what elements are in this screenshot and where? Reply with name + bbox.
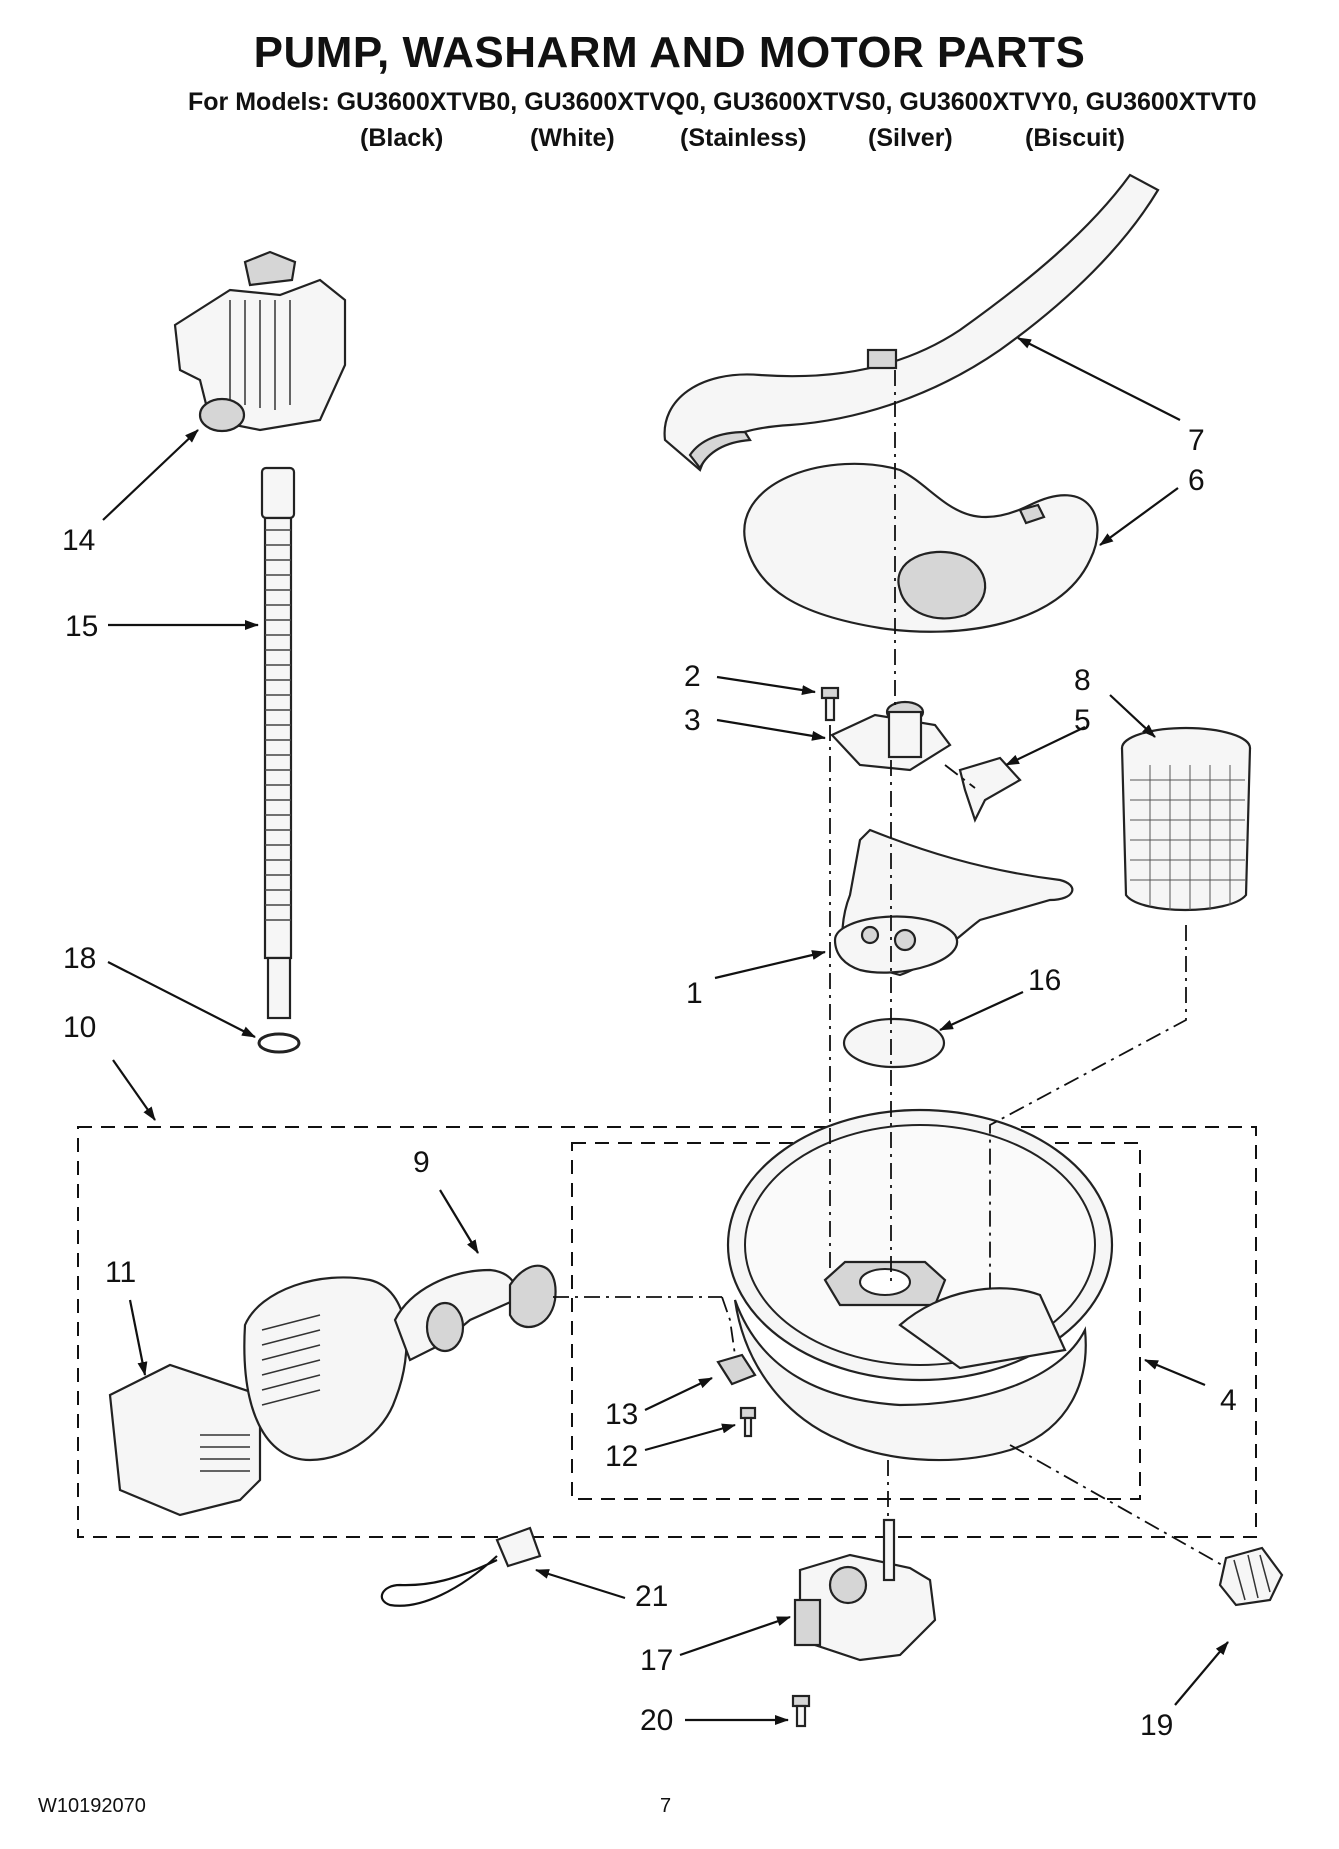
diverter-motor[interactable] — [793, 1518, 937, 1662]
callout-11: 11 — [105, 1256, 136, 1289]
callout-16: 16 — [1028, 964, 1061, 997]
pump-cover[interactable] — [833, 828, 1074, 977]
color-label-stainless: (Stainless) — [680, 124, 807, 152]
seal-disc[interactable] — [842, 1017, 946, 1069]
callout-17: 17 — [640, 1644, 673, 1677]
leader-13 — [644, 1377, 713, 1411]
pump-mount[interactable] — [830, 700, 952, 772]
leader-9 — [439, 1189, 479, 1254]
screw-part-20[interactable] — [791, 1694, 811, 1728]
leader-5 — [1005, 726, 1086, 766]
leader-18 — [107, 961, 256, 1038]
color-label-black: (Black) — [360, 124, 444, 152]
callout-7: 7 — [1188, 424, 1205, 457]
color-label-white: (White) — [530, 124, 615, 152]
leader-4 — [1144, 1358, 1206, 1387]
leader-3 — [716, 718, 826, 741]
alignment-line-clip — [721, 1296, 736, 1356]
leader-12 — [644, 1423, 736, 1452]
callout-14: 14 — [62, 524, 95, 557]
leader-1 — [714, 950, 826, 980]
page-number: 7 — [660, 1795, 672, 1817]
callout-15: 15 — [65, 610, 98, 643]
models-line: For Models: GU3600XTVB0, GU3600XTVQ0, GU… — [188, 88, 1257, 116]
leader-10 — [112, 1059, 156, 1121]
color-label-silver: (Silver) — [868, 124, 953, 152]
callout-10: 10 — [63, 1011, 96, 1044]
callout-4: 4 — [1220, 1384, 1237, 1417]
leader-6 — [1099, 487, 1179, 546]
leader-17 — [679, 1615, 791, 1657]
leader-21 — [535, 1568, 626, 1600]
thermistor[interactable] — [380, 1526, 542, 1607]
callout-13: 13 — [605, 1398, 638, 1431]
callout-19: 19 — [1140, 1709, 1173, 1742]
callout-12: 12 — [605, 1440, 638, 1473]
document-number: W10192070 — [38, 1795, 146, 1817]
alignment-line-sensor — [1009, 1444, 1223, 1566]
wash-arm-shield[interactable] — [743, 462, 1099, 633]
leader-2 — [716, 675, 816, 695]
screw-part-2[interactable] — [820, 686, 840, 722]
filter-cylinder[interactable] — [1120, 726, 1252, 912]
leader-19 — [1174, 1641, 1229, 1706]
callout-3: 3 — [684, 704, 701, 737]
alignment-line-flap — [944, 764, 976, 789]
leader-8 — [1109, 694, 1156, 738]
circulation-motor[interactable] — [243, 1264, 557, 1462]
leader-11 — [128, 1299, 148, 1376]
callout-2: 2 — [684, 660, 701, 693]
turbidity-sensor[interactable] — [1218, 1546, 1284, 1607]
sump-tub[interactable] — [726, 1108, 1114, 1462]
leader-14 — [102, 429, 199, 521]
motor-cover[interactable] — [108, 1363, 262, 1517]
callout-21: 21 — [635, 1580, 668, 1613]
callout-18: 18 — [63, 942, 96, 975]
leader-16 — [939, 990, 1024, 1032]
sump-clip[interactable] — [716, 1353, 757, 1386]
drain-hose[interactable] — [260, 466, 296, 1020]
callout-1: 1 — [686, 977, 703, 1010]
callout-6: 6 — [1188, 464, 1205, 497]
callout-9: 9 — [413, 1146, 430, 1179]
leader-7 — [1017, 337, 1181, 421]
pump-assembly-box — [77, 1126, 1257, 1538]
wash-arm[interactable] — [663, 173, 1160, 472]
callout-20: 20 — [640, 1704, 673, 1737]
callout-8: 8 — [1074, 664, 1091, 697]
callout-5: 5 — [1074, 704, 1091, 737]
hose-clamp[interactable] — [257, 1032, 301, 1054]
diverter-flap[interactable] — [958, 756, 1022, 823]
color-label-biscuit: (Biscuit) — [1025, 124, 1125, 152]
page-title: PUMP, WASHARM AND MOTOR PARTS — [253, 28, 1086, 77]
drain-pump[interactable] — [173, 250, 347, 433]
screw-part-12[interactable] — [739, 1406, 757, 1438]
